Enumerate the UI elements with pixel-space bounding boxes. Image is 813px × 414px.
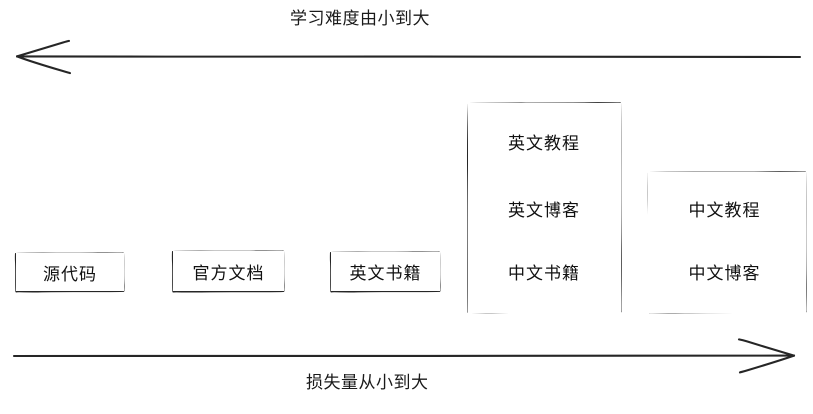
- top-axis-label: 学习难度由小到大: [290, 9, 430, 29]
- node-source-code[interactable]: 源代码: [16, 253, 124, 291]
- left-arrow-icon: [15, 39, 802, 75]
- node-chinese-books-label: 中文书籍: [508, 264, 580, 284]
- node-english-tutorials-label: 英文教程: [508, 133, 580, 154]
- node-english-tutorials[interactable]: 英文教程: [489, 123, 599, 159]
- right-arrow-icon: [12, 338, 796, 374]
- node-english-books-label: 英文书籍: [349, 264, 422, 284]
- node-english-books[interactable]: 英文书籍: [331, 252, 440, 291]
- node-english-blogs[interactable]: 英文博客: [489, 190, 599, 226]
- node-english-blogs-label: 英文博客: [508, 200, 580, 221]
- node-chinese-blogs[interactable]: 中文博客: [669, 253, 780, 290]
- bottom-axis-label: 损失量从小到大: [306, 373, 429, 393]
- node-chinese-tutorials-label: 中文教程: [688, 200, 761, 221]
- node-official-docs-label: 官方文档: [192, 263, 265, 284]
- node-official-docs[interactable]: 官方文档: [173, 251, 284, 291]
- node-chinese-blogs-label: 中文博客: [688, 264, 761, 284]
- node-chinese-tutorials[interactable]: 中文教程: [669, 190, 780, 226]
- node-chinese-books[interactable]: 中文书籍: [489, 253, 599, 290]
- node-source-code-label: 源代码: [43, 264, 97, 285]
